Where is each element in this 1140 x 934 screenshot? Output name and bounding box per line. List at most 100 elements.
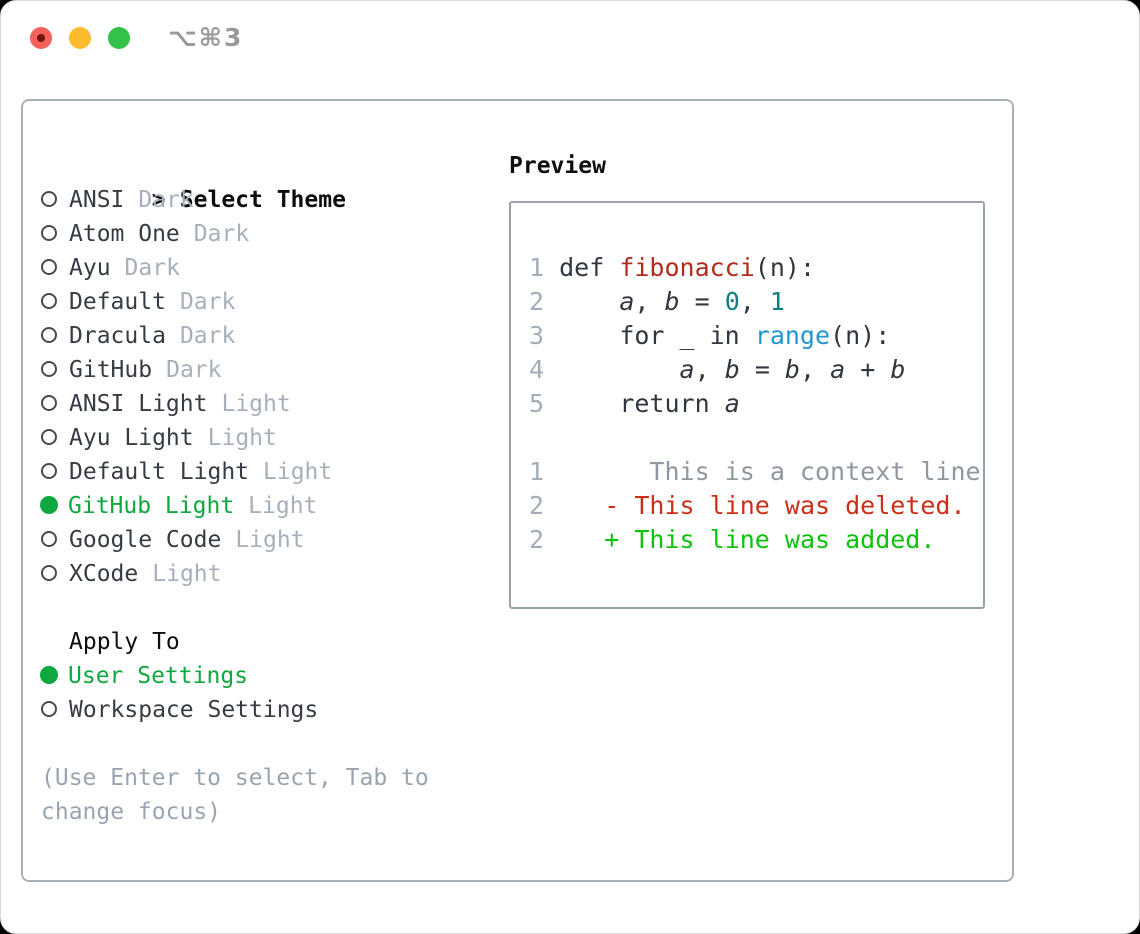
radio-icon[interactable] bbox=[41, 258, 57, 275]
theme-variant: Dark bbox=[193, 221, 250, 247]
radio-icon[interactable] bbox=[41, 326, 57, 343]
code-segment: a bbox=[830, 355, 846, 384]
theme-variant: Light bbox=[248, 493, 318, 519]
theme-variant: Dark bbox=[179, 323, 236, 349]
preview-line: 4 a, b = b, a + b bbox=[529, 353, 983, 387]
code-segment: , bbox=[634, 287, 665, 316]
preview-line: 1 def fibonacci(n): bbox=[529, 251, 983, 285]
radio-icon[interactable] bbox=[41, 224, 57, 241]
theme-option[interactable]: Ayu Light Light bbox=[23, 421, 503, 455]
code-segment: 1 bbox=[769, 287, 785, 316]
theme-name: Google Code bbox=[69, 527, 222, 553]
theme-name: GitHub bbox=[69, 357, 153, 383]
apply-option-label: User Settings bbox=[68, 663, 249, 689]
line-number: 2 bbox=[529, 525, 545, 554]
radio-icon[interactable] bbox=[41, 530, 57, 547]
theme-option[interactable]: Default Light Light bbox=[23, 455, 503, 489]
line-number: 5 bbox=[529, 389, 545, 418]
theme-variant: Light bbox=[235, 527, 305, 553]
theme-name: ANSI Light bbox=[69, 391, 208, 417]
radio-icon[interactable] bbox=[41, 190, 57, 207]
apply-option[interactable]: Workspace Settings bbox=[23, 693, 503, 727]
zoom-button[interactable] bbox=[108, 27, 130, 49]
code-segment: b bbox=[890, 355, 906, 384]
code-segment: + This line was added. bbox=[604, 525, 936, 554]
theme-name: XCode bbox=[69, 561, 139, 587]
preview-line: 2 + This line was added. bbox=[529, 523, 983, 557]
titlebar: ⌥⌘3 bbox=[1, 1, 1139, 76]
code-segment: b bbox=[664, 287, 680, 316]
preview-line: 3 for _ in range(n): bbox=[529, 319, 983, 353]
radio-icon[interactable] bbox=[41, 700, 57, 717]
code-segment: (n): bbox=[754, 253, 816, 282]
select-theme-title: Select Theme bbox=[179, 187, 346, 213]
radio-icon[interactable] bbox=[41, 292, 57, 309]
preview-line: 5 return a bbox=[529, 387, 983, 421]
theme-name: Default bbox=[69, 289, 166, 315]
code-segment: - This line was deleted. bbox=[604, 491, 966, 520]
preview-line: 2 a, b = 0, 1 bbox=[529, 285, 983, 319]
radio-selected-icon[interactable] bbox=[40, 665, 58, 684]
line-number: 1 bbox=[529, 457, 545, 486]
preview-heading: Preview bbox=[509, 153, 606, 179]
theme-option[interactable]: ANSI Light Light bbox=[23, 387, 503, 421]
preview-line: 1 This is a context line. bbox=[529, 455, 983, 489]
radio-icon[interactable] bbox=[41, 428, 57, 445]
radio-selected-icon[interactable] bbox=[40, 495, 58, 514]
theme-name: GitHub Light bbox=[68, 493, 235, 519]
theme-variant: Dark bbox=[179, 289, 236, 315]
code-segment: This is a context line. bbox=[544, 457, 985, 486]
theme-option[interactable]: XCode Light bbox=[23, 557, 503, 591]
theme-variant: Light bbox=[207, 425, 277, 451]
theme-option[interactable]: Default Dark bbox=[23, 285, 503, 319]
hint-line-1: (Use Enter to select, Tab to bbox=[41, 765, 429, 791]
theme-name: Ayu Light bbox=[69, 425, 194, 451]
radio-icon[interactable] bbox=[41, 360, 57, 377]
radio-icon[interactable] bbox=[41, 394, 57, 411]
select-theme-header: >Select Theme bbox=[23, 149, 503, 213]
code-segment: = bbox=[739, 355, 785, 384]
theme-variant: Light bbox=[221, 391, 291, 417]
code-segment: fibonacci bbox=[619, 253, 755, 282]
code-segment: a bbox=[619, 287, 635, 316]
code-segment bbox=[544, 355, 679, 384]
code-segment: b bbox=[724, 355, 740, 384]
radio-icon[interactable] bbox=[41, 564, 57, 581]
radio-icon[interactable] bbox=[41, 462, 57, 479]
theme-option[interactable]: Google Code Light bbox=[23, 523, 503, 557]
theme-variant: Dark bbox=[138, 187, 194, 213]
code-segment: , bbox=[694, 355, 725, 384]
preview-blank-line bbox=[529, 421, 983, 455]
spacer bbox=[23, 727, 503, 761]
theme-name: Default Light bbox=[69, 459, 250, 485]
theme-option[interactable]: GitHub Light Light bbox=[23, 489, 503, 523]
code-segment: , bbox=[799, 355, 831, 384]
spacer bbox=[23, 591, 503, 625]
apply-option[interactable]: User Settings bbox=[23, 659, 503, 693]
line-number: 3 bbox=[529, 321, 545, 350]
code-segment: a bbox=[724, 389, 740, 418]
line-number: 4 bbox=[529, 355, 545, 384]
code-segment: = bbox=[679, 287, 725, 316]
code-segment: b bbox=[784, 355, 800, 384]
minimize-button[interactable] bbox=[69, 27, 91, 49]
theme-variant: Light bbox=[152, 561, 222, 587]
line-number: 2 bbox=[529, 287, 545, 316]
line-number: 1 bbox=[529, 253, 545, 282]
preview-line: 2 - This line was deleted. bbox=[529, 489, 983, 523]
code-segment: for _ in bbox=[544, 321, 755, 350]
theme-variant: Light bbox=[263, 459, 333, 485]
code-segment bbox=[544, 491, 604, 520]
close-button[interactable] bbox=[30, 27, 52, 49]
